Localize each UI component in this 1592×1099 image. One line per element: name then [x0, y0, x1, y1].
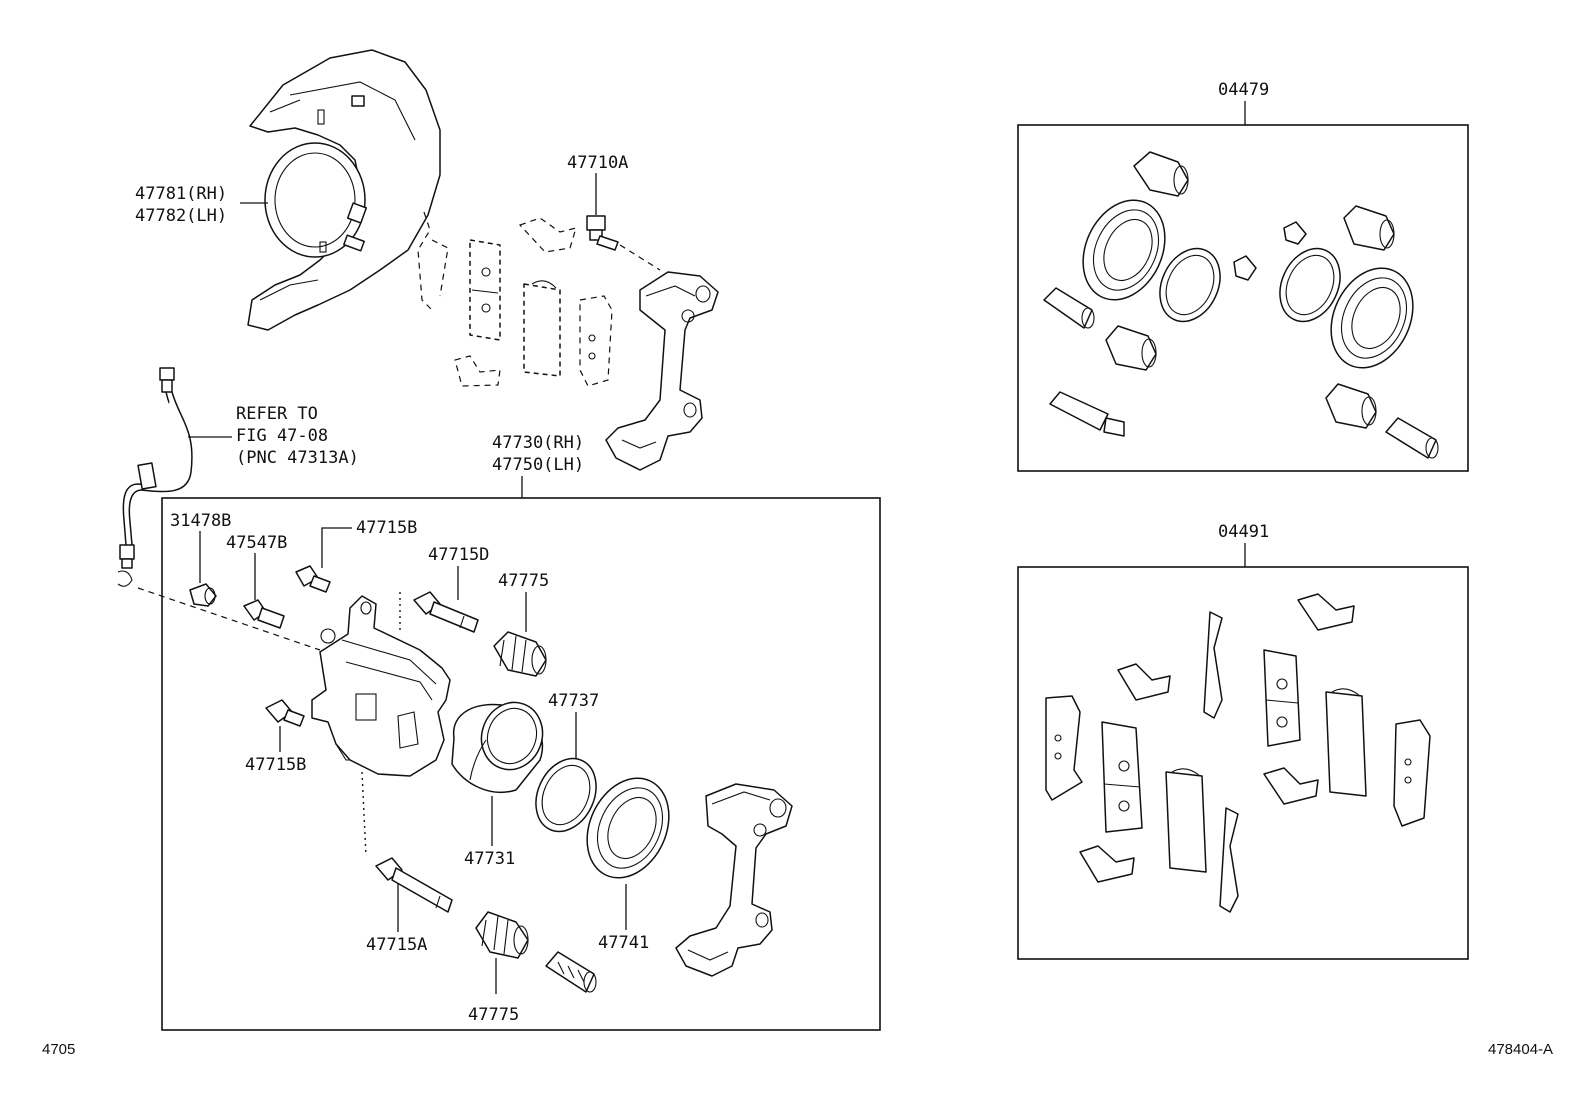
label-caliper-lh: 47750(LH): [492, 455, 584, 475]
bleeder-plug-cap: [189, 583, 217, 607]
slide-pin-47715d: [413, 591, 479, 633]
bolt-47715b-top: [295, 565, 331, 593]
slide-bushing-lower: [545, 951, 597, 993]
label-refer-line2: FIG 47-08: [236, 426, 328, 446]
caliper-piston: [451, 701, 544, 793]
label-kit-04479: 04479: [1218, 80, 1269, 100]
label-caliper-rh: 47730(RH): [492, 433, 584, 453]
footer-illustration-code: 478404-A: [1488, 1041, 1553, 1058]
label-refer-line1: REFER TO: [236, 404, 318, 424]
pad-kit-parts: [1045, 593, 1431, 913]
label-bleeder-cap-31478b: 31478B: [170, 511, 231, 531]
caliper-assembly-frame: [161, 497, 881, 1031]
label-dust-boot-47775-lower: 47775: [468, 1005, 519, 1025]
slide-pin-boot-top: [493, 631, 547, 677]
label-cylinder-boot-47741: 47741: [598, 933, 649, 953]
bolt-47715b-lower: [265, 699, 305, 727]
label-kit-04491: 04491: [1218, 522, 1269, 542]
disc-brake-dust-cover: [247, 49, 441, 331]
caliper-body: [311, 595, 451, 777]
cylinder-kit-04479-frame: [1017, 124, 1469, 472]
mounting-bolt-top: [586, 215, 619, 251]
cylinder-boot: [586, 777, 670, 879]
label-bolt-47710a: 47710A: [567, 153, 628, 173]
label-slide-pin-47715d: 47715D: [428, 545, 489, 565]
label-bolt-47715b-lower: 47715B: [245, 755, 306, 775]
label-refer-line3: (PNC 47313A): [236, 448, 359, 468]
piston-seal-ring: [535, 757, 597, 833]
label-dust-cover-rh: 47781(RH): [135, 184, 227, 204]
label-bolt-47715b-top: 47715B: [356, 518, 417, 538]
bleeder-plug: [243, 599, 285, 629]
upper-pad-set: [417, 211, 613, 387]
label-slide-pin-47715a: 47715A: [366, 935, 427, 955]
label-bleeder-plug-47547b: 47547B: [226, 533, 287, 553]
brake-hose: [117, 367, 193, 587]
label-dust-cover-lh: 47782(LH): [135, 206, 227, 226]
label-piston-seal-47737: 47737: [548, 691, 599, 711]
pad-kit-04491-frame: [1017, 566, 1469, 960]
caliper-mounting-bracket-upper: [605, 271, 719, 471]
label-dust-boot-47775-top: 47775: [498, 571, 549, 591]
cylinder-kit-parts: [1043, 151, 1439, 459]
slide-pin-boot-lower: [475, 911, 529, 959]
caliper-mounting-bracket-lower: [675, 783, 793, 977]
footer-section-code: 4705: [42, 1041, 75, 1058]
slide-pin-47715a: [375, 857, 453, 913]
label-piston-47731: 47731: [464, 849, 515, 869]
